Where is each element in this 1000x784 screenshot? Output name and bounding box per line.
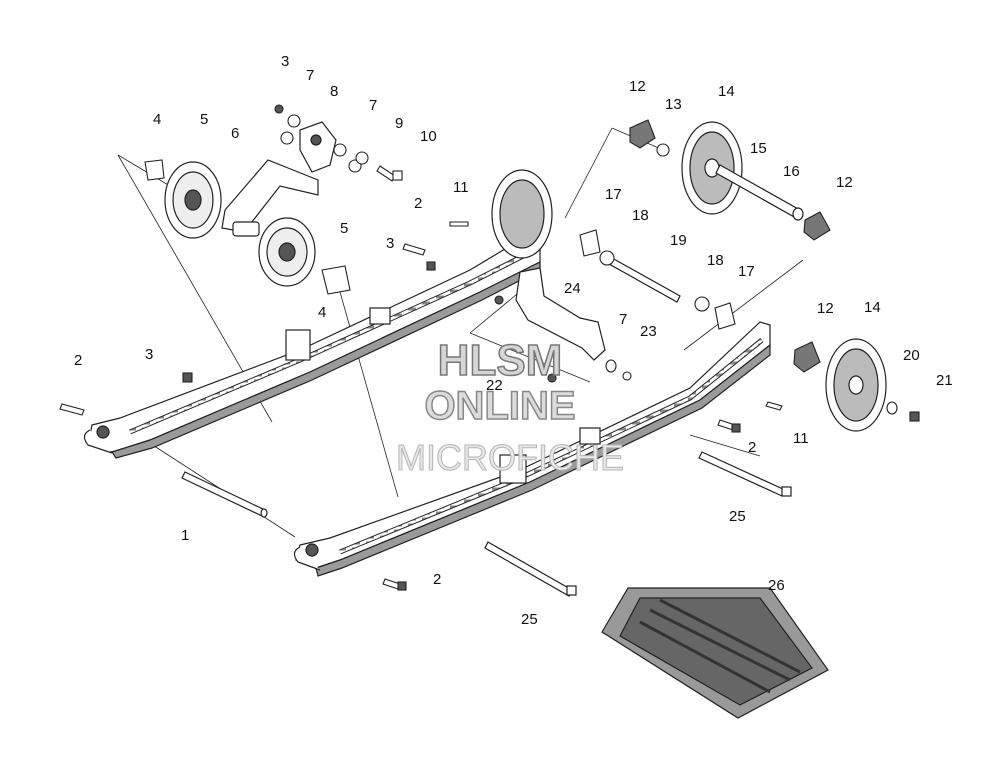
watermark-line-2: ONLINE [424,383,577,429]
axle-shafts [181,257,792,597]
callout-10: 10 [420,128,437,145]
track-segment [601,587,829,719]
callout-2: 2 [748,439,757,456]
idler-wheels-small [164,161,316,287]
callout-16: 16 [783,163,800,180]
bracket-assembly [221,121,337,237]
callout-11: 11 [793,430,809,447]
callout-2: 2 [74,352,83,369]
watermark-line-1: HLSM [437,335,563,386]
callout-18: 18 [632,207,649,224]
callout-8: 8 [330,83,339,100]
callout-12: 12 [836,174,853,191]
callout-17: 17 [738,263,755,280]
callout-20: 20 [903,347,920,364]
left-rail [83,239,541,459]
rear-wheels [491,121,887,432]
callout-2: 2 [433,571,442,588]
callout-13: 13 [665,96,682,113]
arm-24 [515,267,606,361]
callout-18: 18 [707,252,724,269]
rear-axle [715,164,804,221]
callout-24: 24 [564,280,581,297]
callout-25: 25 [729,508,746,525]
callout-3: 3 [386,235,395,252]
callout-1: 1 [181,527,190,544]
callout-5: 5 [340,220,349,237]
callout-3: 3 [281,53,290,70]
callout-5: 5 [200,111,209,128]
callout-6: 6 [231,125,240,142]
callout-2: 2 [414,195,423,212]
callout-14: 14 [718,83,735,100]
callout-4: 4 [318,304,327,321]
callout-4: 4 [153,111,162,128]
callout-12: 12 [817,300,834,317]
callout-14: 14 [864,299,881,316]
callout-9: 9 [395,115,404,132]
right-rail [293,321,771,577]
callout-11: 11 [453,179,469,196]
callout-12: 12 [629,78,646,95]
callout-7: 7 [306,67,315,84]
callout-7: 7 [619,311,628,328]
callout-17: 17 [605,186,622,203]
callout-3: 3 [145,346,154,363]
callout-26: 26 [768,577,785,594]
callout-22: 22 [486,377,503,394]
callout-21: 21 [936,372,953,389]
callout-25: 25 [521,611,538,628]
callout-15: 15 [750,140,767,157]
spacers [579,229,736,330]
callout-19: 19 [670,232,687,249]
end-caps [629,119,920,422]
watermark-line-3: MICROFICHE [396,437,625,479]
bushings [59,104,783,591]
callout-7: 7 [369,97,378,114]
callout-23: 23 [640,323,657,340]
